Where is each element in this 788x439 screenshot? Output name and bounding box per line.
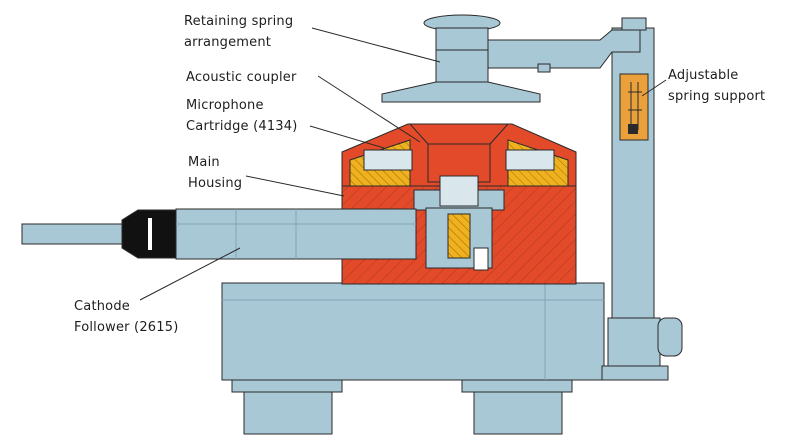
coupler-insert <box>349 123 569 271</box>
retaining-spring-knob <box>381 14 541 103</box>
support-arm <box>469 29 641 73</box>
leader-adjustable-support <box>641 79 667 97</box>
clamp-knob <box>657 317 683 357</box>
label-adjustable-support: Adjustable spring support <box>668 68 765 104</box>
microphone-cartridge <box>427 143 491 183</box>
base-block <box>221 282 605 381</box>
label-acoustic-coupler: Acoustic coupler <box>186 70 297 85</box>
leader-microphone-cartridge <box>309 125 385 149</box>
label-cathode-follower: Cathode Follower (2615) <box>74 299 178 335</box>
leader-lines <box>139 27 667 301</box>
leader-main-housing <box>245 175 345 197</box>
label-main-housing: Main Housing <box>188 155 242 191</box>
base-feet <box>231 379 573 435</box>
cathode-follower <box>21 208 417 260</box>
adjustable-scale <box>619 73 649 141</box>
leader-acoustic-coupler <box>317 75 421 143</box>
label-microphone-cartridge: Microphone Cartridge (4134) <box>186 98 298 134</box>
leader-retaining-spring <box>311 27 441 63</box>
leader-cathode-follower <box>139 247 241 301</box>
label-retaining-spring: Retaining spring arrangement <box>184 14 298 50</box>
